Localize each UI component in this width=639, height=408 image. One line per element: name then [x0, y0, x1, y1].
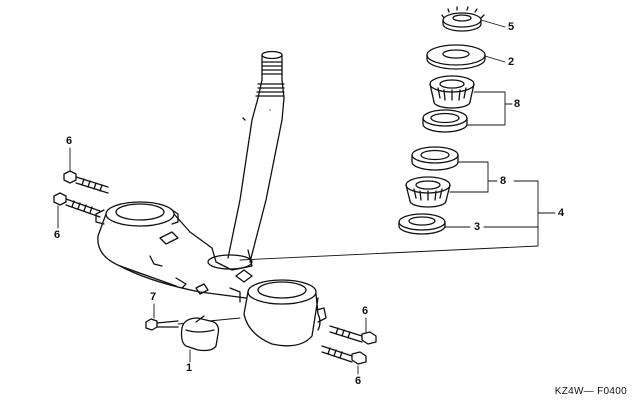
part-6-bolt-upper-left — [63, 147, 109, 194]
part-8-lower-bearing — [405, 146, 459, 208]
callout-2: 2 — [508, 56, 515, 68]
part-3-lower-seal — [398, 213, 446, 235]
callout-8-upper: 8 — [514, 98, 521, 110]
callout-3: 3 — [474, 221, 481, 233]
callout-6-upper-left: 6 — [66, 135, 73, 147]
callout-5: 5 — [508, 21, 515, 33]
part-6-bolt-lower-left — [53, 192, 101, 229]
part-2-dust-seal — [426, 44, 486, 70]
diagram-code: KZ4W— F0400 — [554, 386, 627, 397]
callout-1: 1 — [186, 362, 193, 374]
part-6-bolt-lower-right — [321, 345, 367, 375]
callout-4: 4 — [558, 207, 565, 219]
part-1-clamp — [180, 315, 220, 363]
part-8-upper-bearing — [422, 75, 475, 133]
bottom-bridge — [95, 201, 327, 347]
part-5-locknut — [441, 6, 485, 32]
callout-8-lower: 8 — [500, 175, 507, 187]
callout-6-upper-right: 6 — [362, 305, 369, 317]
part-6-bolt-upper-right — [329, 317, 377, 345]
callout-6-lower-right: 6 — [355, 375, 362, 387]
leader-lines-right — [239, 19, 556, 261]
callout-7: 7 — [150, 291, 157, 303]
callout-6-lower-left: 6 — [54, 229, 61, 241]
steering-stem — [227, 50, 285, 263]
